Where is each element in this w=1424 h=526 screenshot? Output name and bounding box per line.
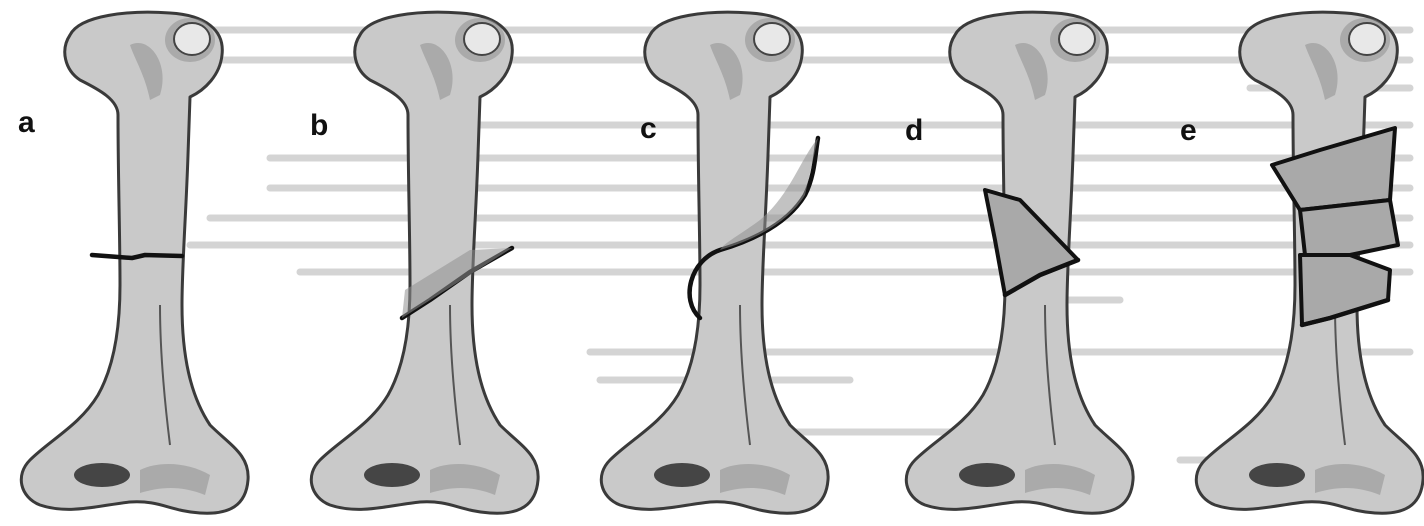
- humerus-a: [21, 12, 248, 513]
- panel-a: a: [18, 12, 248, 513]
- panel-label-d: d: [905, 114, 923, 147]
- panel-b: b: [310, 12, 538, 513]
- panel-label-c: c: [640, 112, 657, 145]
- humerus-c: [601, 12, 828, 513]
- fragment-e-2: [1300, 200, 1398, 255]
- bleed-through-text: [170, 30, 1410, 460]
- panel-c: c: [601, 12, 828, 513]
- fracture-line-a: [92, 255, 182, 258]
- panel-label-b: b: [310, 109, 328, 142]
- humerus-b: [311, 12, 538, 513]
- panel-label-a: a: [18, 106, 35, 139]
- panel-d: d: [905, 12, 1133, 513]
- panel-label-e: e: [1180, 114, 1197, 147]
